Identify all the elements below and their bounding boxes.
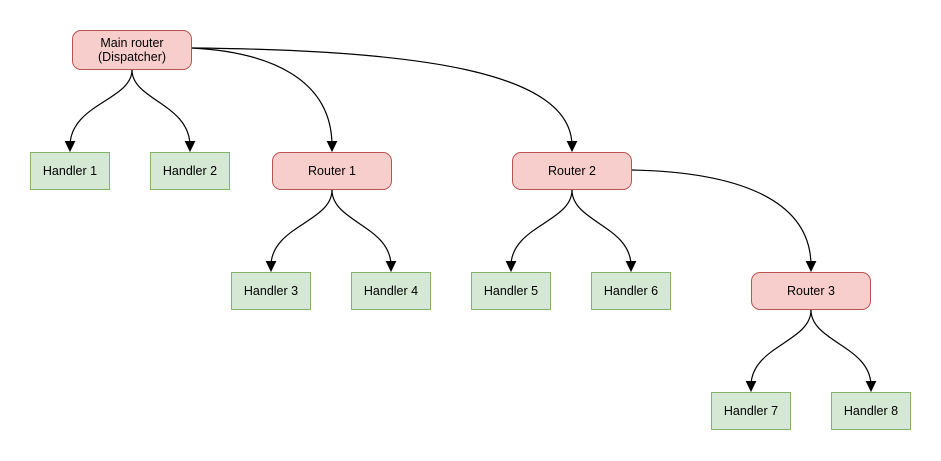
edge-router-3-to-handler-7-line: [750, 309, 812, 387]
edge-router-3-to-handler-7-arrowhead-icon: [745, 381, 757, 393]
edge-main-to-router-1-line: [191, 47, 333, 147]
node-label-router-3: Router 3: [787, 283, 835, 298]
node-label-handler-8: Handler 8: [843, 403, 899, 418]
edge-main-to-router-2: [191, 47, 578, 153]
edge-router-3-to-handler-8-arrowhead-icon: [865, 381, 877, 393]
node-label-handler-5: Handler 5: [483, 283, 539, 298]
node-handler-4[interactable]: Handler 4: [351, 272, 431, 310]
edge-main-to-router-2-line: [191, 47, 573, 147]
edge-router-2-to-handler-6: [571, 189, 637, 273]
edge-main-to-router-2-arrowhead-icon: [566, 141, 578, 153]
node-label-handler-3: Handler 3: [243, 283, 299, 298]
edges-group: [64, 47, 877, 393]
node-handler-3[interactable]: Handler 3: [231, 272, 311, 310]
edge-main-to-handler-2: [131, 69, 196, 153]
edge-main-to-router-1: [191, 47, 338, 153]
node-main-router[interactable]: Main router (Dispatcher): [72, 30, 192, 70]
edge-router-3-to-handler-8: [810, 309, 877, 393]
edge-router-2-to-handler-6-line: [571, 189, 632, 267]
node-router-2[interactable]: Router 2: [512, 152, 632, 190]
edge-router-2-to-router-3: [631, 169, 817, 273]
node-label-handler-6: Handler 6: [603, 283, 659, 298]
node-router-1[interactable]: Router 1: [272, 152, 392, 190]
edge-router-3-to-handler-8-line: [810, 309, 872, 387]
edge-main-to-router-1-arrowhead-icon: [326, 141, 338, 153]
node-handler-2[interactable]: Handler 2: [150, 152, 230, 190]
edge-router-1-to-handler-3: [265, 189, 333, 273]
node-label-router-2: Router 2: [548, 163, 596, 178]
edge-router-2-to-router-3-arrowhead-icon: [805, 261, 817, 273]
edge-main-to-handler-1-line: [69, 69, 133, 147]
edge-router-1-to-handler-3-arrowhead-icon: [265, 261, 277, 273]
edge-router-1-to-handler-4-line: [331, 189, 392, 267]
edge-router-2-to-handler-5-line: [510, 189, 573, 267]
node-label-handler-7: Handler 7: [723, 403, 779, 418]
node-handler-8[interactable]: Handler 8: [831, 392, 911, 430]
node-handler-1[interactable]: Handler 1: [30, 152, 110, 190]
node-handler-5[interactable]: Handler 5: [471, 272, 551, 310]
edge-router-1-to-handler-4-arrowhead-icon: [385, 261, 397, 273]
node-label-main-router: Main router (Dispatcher): [97, 35, 167, 65]
edge-router-2-to-handler-5-arrowhead-icon: [505, 261, 517, 273]
edge-main-to-handler-2-arrowhead-icon: [184, 141, 196, 153]
edge-router-3-to-handler-7: [745, 309, 812, 393]
edge-router-1-to-handler-4: [331, 189, 397, 273]
edge-main-to-handler-2-line: [131, 69, 191, 147]
node-label-handler-1: Handler 1: [42, 163, 98, 178]
edge-router-1-to-handler-3-line: [270, 189, 333, 267]
node-label-router-1: Router 1: [308, 163, 356, 178]
node-label-handler-4: Handler 4: [363, 283, 419, 298]
edge-router-2-to-handler-5: [505, 189, 573, 273]
edge-router-2-to-handler-6-arrowhead-icon: [625, 261, 637, 273]
edge-router-2-to-router-3-line: [631, 169, 812, 267]
edge-main-to-handler-1-arrowhead-icon: [64, 141, 76, 153]
node-handler-7[interactable]: Handler 7: [711, 392, 791, 430]
node-router-3[interactable]: Router 3: [751, 272, 871, 310]
node-label-handler-2: Handler 2: [162, 163, 218, 178]
node-handler-6[interactable]: Handler 6: [591, 272, 671, 310]
edge-main-to-handler-1: [64, 69, 133, 153]
